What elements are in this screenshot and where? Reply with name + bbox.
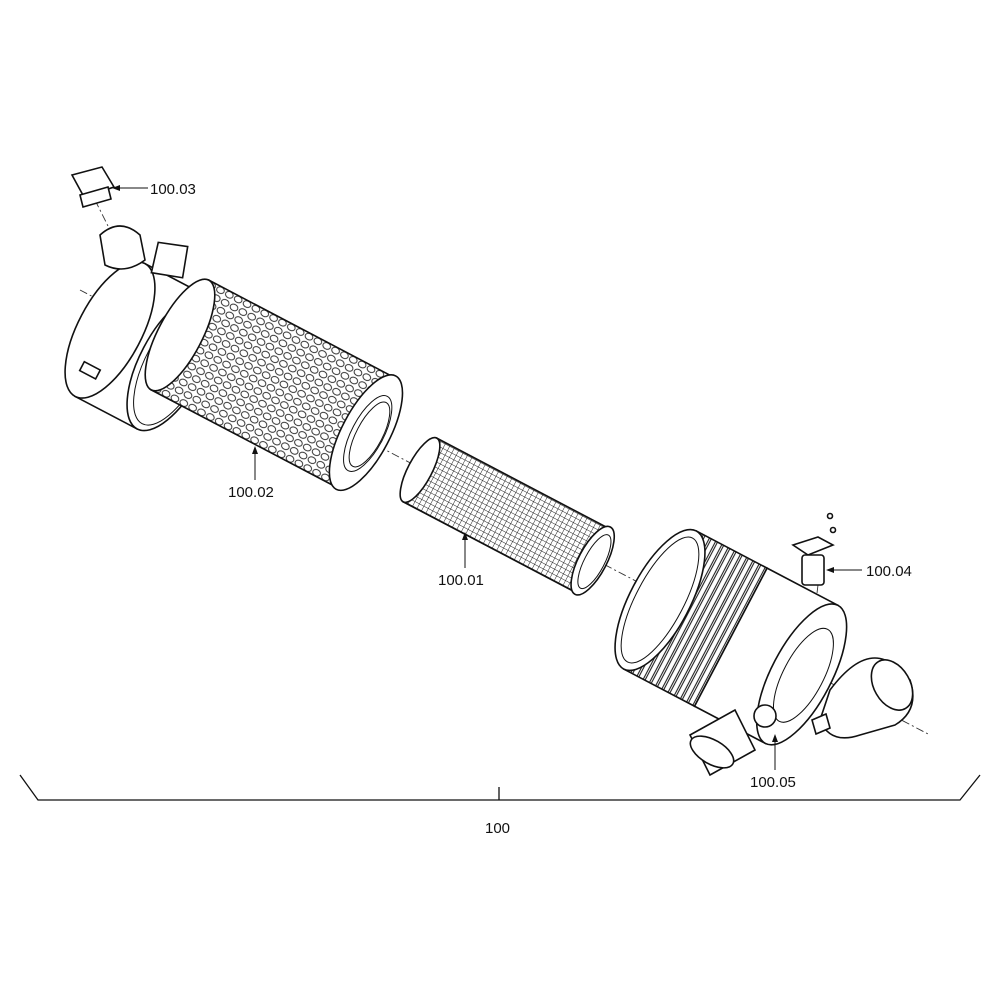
callout-100-02: 100.02	[228, 484, 274, 501]
leader-lines	[112, 185, 862, 770]
cap-axis-line	[94, 199, 121, 251]
part-100-02-main-filter	[144, 278, 404, 492]
bracket	[811, 712, 831, 736]
callout-100-01: 100.01	[438, 572, 484, 589]
part-100-03-cap	[70, 166, 116, 208]
assembly-label: 100	[485, 820, 510, 837]
callout-100-04: 100.04	[866, 563, 912, 580]
housing-body	[614, 528, 848, 746]
cover-inlet	[99, 225, 146, 270]
callout-100-03: 100.03	[150, 181, 196, 198]
part-100-01-safety-filter	[399, 436, 616, 596]
part-100-05-valve	[753, 704, 777, 728]
assembly-bracket	[19, 774, 981, 801]
callout-100-05: 100.05	[750, 774, 796, 791]
part-100-04-sensor	[791, 512, 837, 586]
